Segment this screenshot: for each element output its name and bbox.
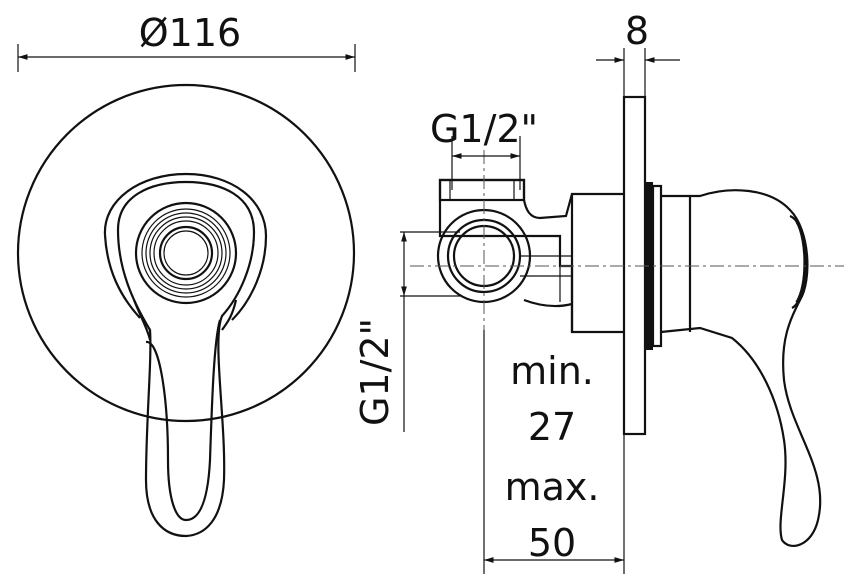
plate-thickness-label: 8 [625,9,649,53]
lever-handle-side [660,189,822,547]
side-view: 8 [353,9,844,574]
depth-min-label: min. [510,349,594,393]
depth-min-value: 27 [528,405,576,449]
side-thread-label: G1/2" [353,318,397,426]
top-inlet [438,178,526,202]
diameter-label: Ø116 [139,11,241,55]
lever-handle-body [116,180,256,538]
depth-dimension: min. 27 max. 50 [483,330,625,574]
front-view: Ø116 [16,11,356,538]
cover-plate [16,83,356,423]
top-thread-dimension: G1/2" [430,107,538,190]
diameter-dimension: Ø116 [17,11,356,72]
depth-max-value: 50 [528,521,576,565]
hub-rings [134,201,238,305]
side-thread-dimension: G1/2" [353,231,460,432]
plate-thickness-dimension: 8 [596,9,680,100]
depth-max-label: max. [505,465,600,509]
top-thread-label: G1/2" [430,107,538,151]
